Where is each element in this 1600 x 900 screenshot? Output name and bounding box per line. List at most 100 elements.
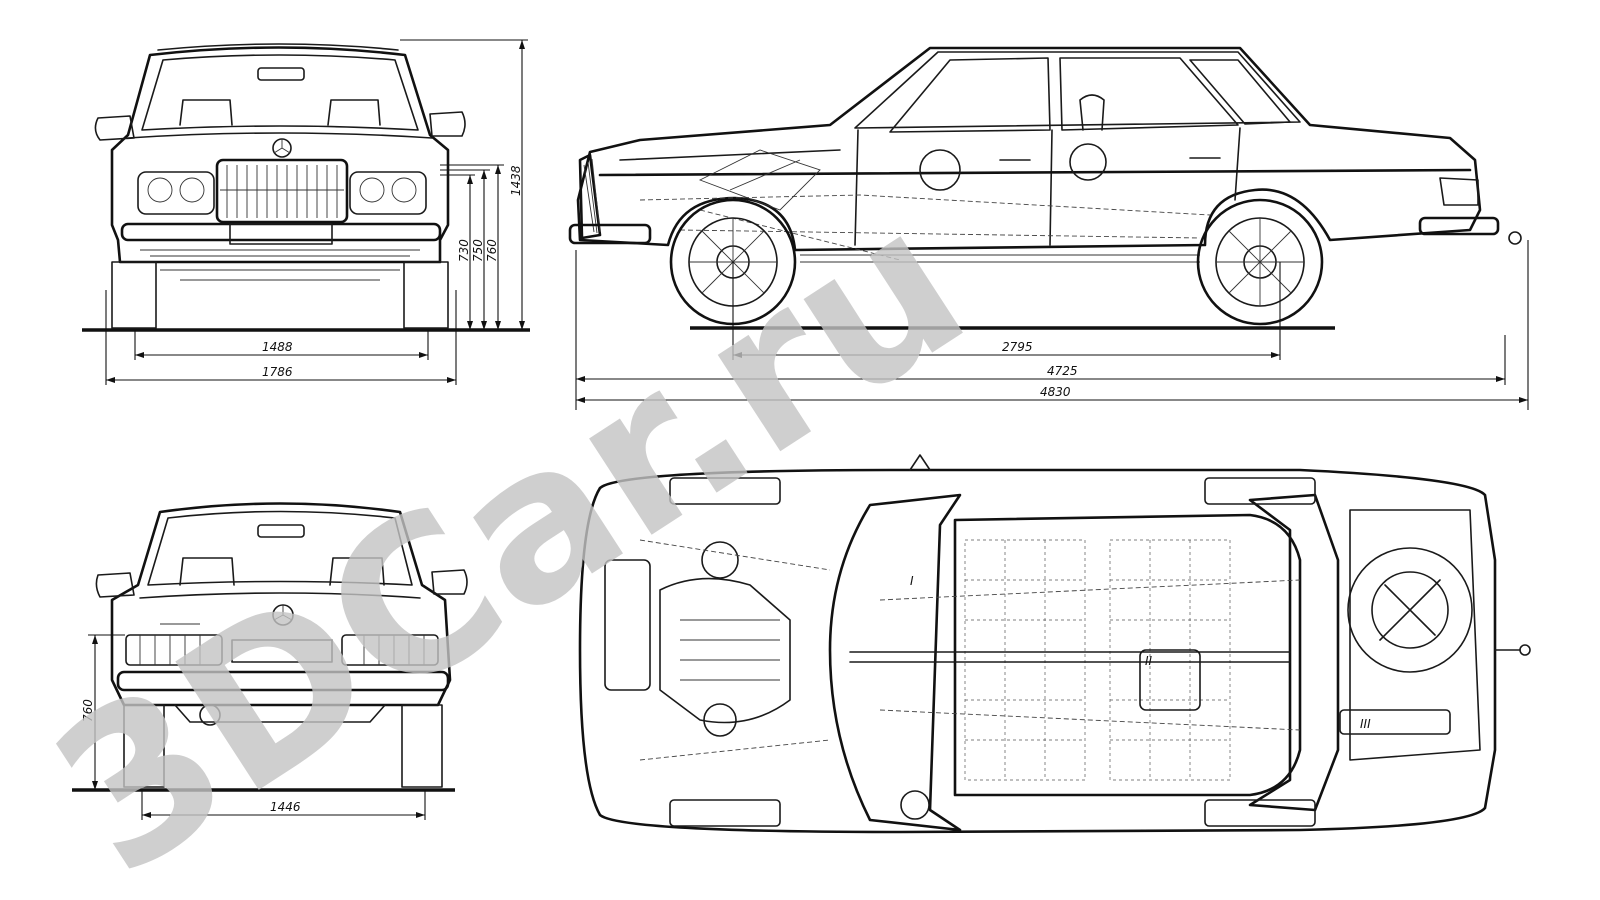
rear-view: 760 1446: [72, 502, 468, 820]
top-windscreen: [828, 493, 962, 832]
dim-overall-height: 1438: [509, 165, 523, 196]
rear-plate: [231, 639, 333, 663]
top-driveshaft: [849, 651, 1291, 663]
side-steering-wheel: [919, 149, 961, 191]
dim-length-4830: 4830: [1040, 385, 1071, 399]
top-radiator: [604, 559, 651, 691]
side-sill: [800, 254, 1200, 263]
trunk-lid-edge: [139, 592, 421, 599]
interior-mirror: [257, 67, 305, 81]
front-roof: [157, 43, 399, 51]
mirror-right: [429, 111, 466, 137]
side-body-crease: [598, 168, 1472, 177]
front-suspension: [160, 269, 400, 281]
front-seat-left: [179, 99, 233, 126]
top-brake-servo: [703, 703, 737, 737]
top-zone-1-label: I: [910, 574, 914, 588]
top-mirror-right: [900, 790, 930, 820]
side-rear-bumper: [1418, 216, 1500, 236]
dim-track-rear: 1446: [270, 800, 301, 814]
top-view: I II III: [578, 454, 1531, 834]
rear-dims: [88, 634, 426, 820]
top-floor-grid: [964, 539, 1231, 781]
rear-body-outline: [110, 502, 452, 707]
front-seat-right: [327, 99, 381, 126]
taillight-right: [341, 634, 439, 666]
top-spare-wheel: [1347, 547, 1473, 673]
tow-hook: [1508, 231, 1522, 245]
dim-height-730: 730: [457, 239, 471, 262]
rear-window: [147, 510, 413, 586]
top-tow-hook: [1519, 644, 1531, 656]
top-trunk: [1349, 509, 1481, 761]
side-quarter-window: [1189, 59, 1291, 125]
dim-height-750: 750: [471, 239, 485, 262]
front-bumper: [120, 222, 442, 242]
side-seat-dome: [1069, 143, 1107, 181]
top-engine-detail: [680, 619, 780, 681]
rear-headrest-right: [329, 557, 385, 586]
top-rear-wheel-right: [1204, 799, 1316, 827]
side-rear-window: [1059, 57, 1239, 131]
front-bonnet-edge: [127, 132, 433, 139]
front-width-dims: [105, 290, 457, 385]
front-height-dims: [400, 39, 528, 330]
side-length-dims: [575, 240, 1529, 410]
side-front-window: [889, 57, 1051, 133]
side-door-seams: [854, 127, 1241, 246]
front-plate: [229, 223, 333, 245]
front-grille: [215, 158, 349, 224]
rear-wheel-left: [123, 704, 165, 788]
front-apron: [140, 249, 420, 257]
side-body-outline: [576, 46, 1482, 252]
top-ghost-lines: [639, 539, 1301, 761]
top-engine: [659, 577, 791, 724]
dim-track-front: 1488: [262, 340, 293, 354]
top-zone-2-label: II: [1145, 654, 1153, 668]
side-view: 2795 4725 4830: [568, 46, 1529, 410]
dim-length-4725: 4725: [1047, 364, 1078, 378]
dim-rear-height-760: 760: [81, 699, 95, 722]
side-grille: [578, 153, 602, 240]
top-air-filter: [701, 541, 739, 579]
taillight-left: [125, 634, 223, 666]
side-greenhouse: [854, 51, 1301, 129]
top-body-outline: [578, 468, 1497, 834]
side-headrest: [1079, 94, 1105, 131]
dim-wheelbase: 2795: [1002, 340, 1033, 354]
top-fuel-tank: [1139, 649, 1201, 711]
star-emblem-points: [273, 139, 291, 154]
rear-interior-mirror: [257, 524, 305, 538]
rear-bumper: [116, 670, 450, 692]
dim-height-760: 760: [485, 239, 499, 262]
side-engine-ghost: [698, 149, 821, 211]
side-rear-tyre: [1196, 198, 1324, 326]
front-windscreen: [141, 54, 419, 131]
top-exhaust-muffler: [1339, 709, 1451, 735]
rear-diff: [174, 704, 386, 723]
side-taillight: [1439, 177, 1479, 206]
dim-overall-width: 1786: [262, 365, 293, 379]
headlight-left: [137, 171, 215, 215]
rear-mirror-left: [95, 572, 135, 598]
rear-headrest-left: [179, 557, 235, 586]
side-grille-slats: [583, 158, 601, 234]
top-mirror-left: [909, 454, 931, 471]
side-bonnet-line: [619, 149, 841, 161]
top-spare-bracket: [1379, 579, 1441, 641]
side-front-bumper: [568, 223, 652, 245]
top-front-wheel-right: [669, 799, 781, 827]
top-zone-3-label: III: [1360, 717, 1371, 731]
front-wheel-right: [403, 261, 449, 329]
top-front-wheel-left: [669, 477, 781, 505]
headlight-right: [349, 171, 427, 215]
rear-mirror-right: [431, 569, 468, 595]
front-wheel-left: [111, 261, 157, 329]
front-view: 730 750 760 1438 1488 1786: [82, 39, 530, 385]
rear-exhaust: [199, 704, 221, 726]
grille-slats: [220, 165, 344, 218]
side-door-handles: [999, 157, 1221, 161]
top-roof: [953, 513, 1302, 797]
top-rear-wheel-left: [1204, 477, 1316, 505]
